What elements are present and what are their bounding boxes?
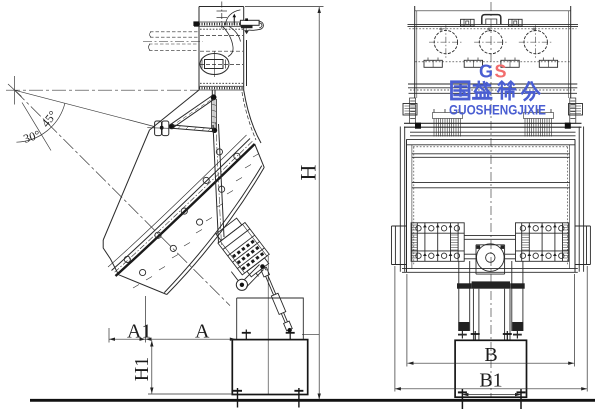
svg-text:H: H bbox=[296, 164, 321, 180]
svg-text:30°: 30° bbox=[22, 127, 42, 146]
svg-text:GUOSHENGJIXIE: GUOSHENGJIXIE bbox=[449, 101, 546, 117]
svg-text:S: S bbox=[495, 62, 507, 82]
svg-text:B1: B1 bbox=[479, 370, 502, 392]
svg-text:G: G bbox=[479, 62, 493, 82]
svg-text:A1: A1 bbox=[127, 321, 151, 343]
svg-text:H1: H1 bbox=[131, 357, 153, 381]
svg-text:B: B bbox=[484, 344, 497, 366]
svg-text:A: A bbox=[195, 321, 210, 343]
